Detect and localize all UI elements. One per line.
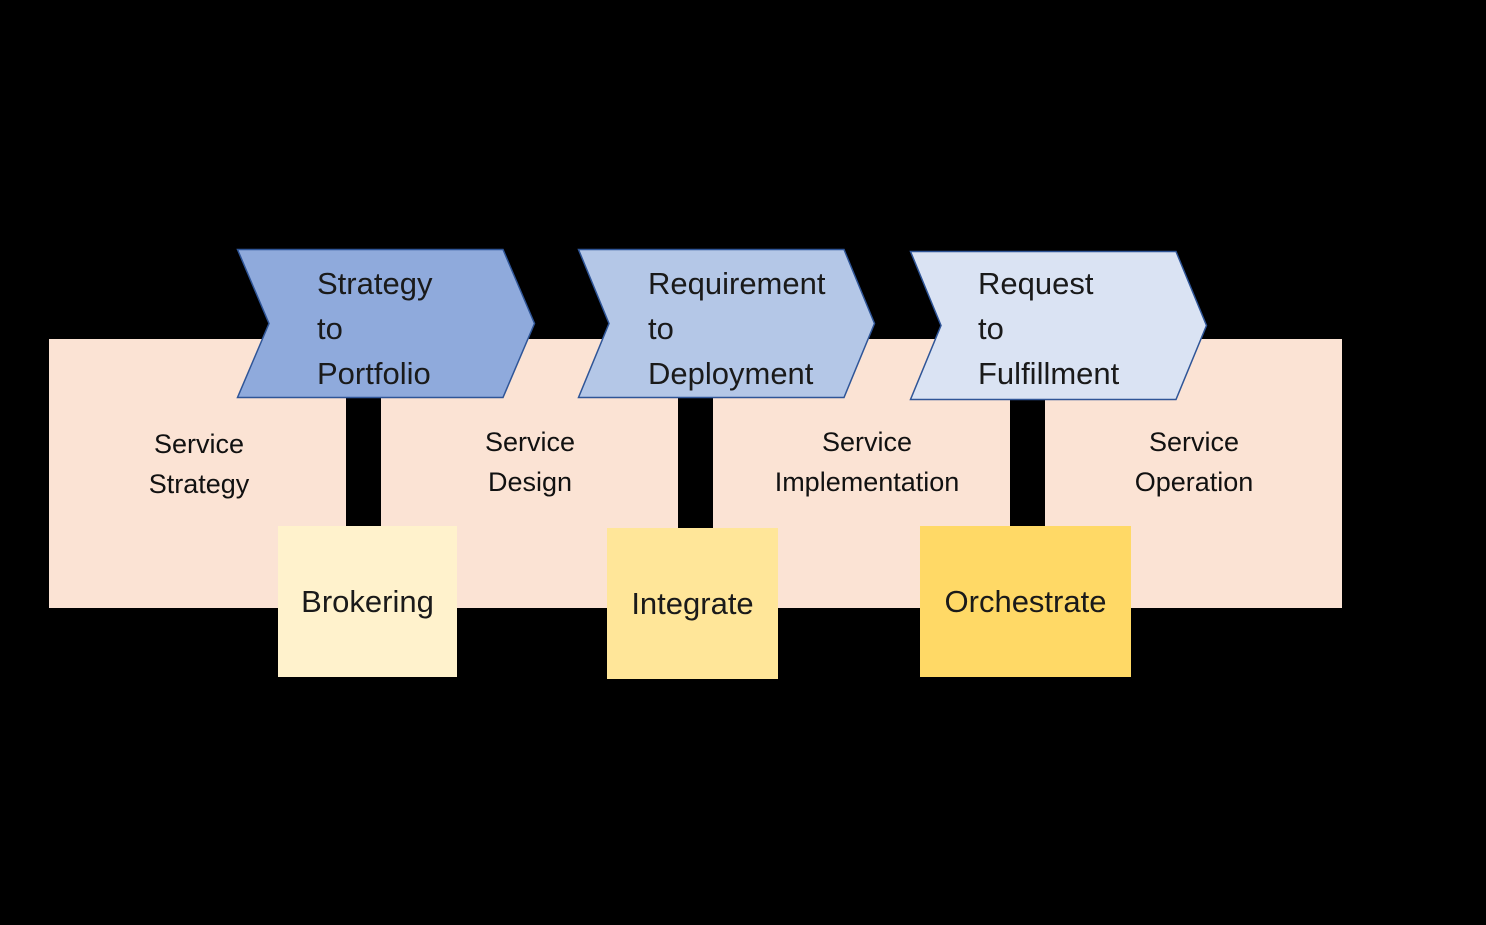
capability-box-integrate: Integrate	[607, 528, 778, 679]
capability-label: Brokering	[301, 583, 434, 619]
value-stream-requirement-to-deployment: Requirement to Deployment	[577, 248, 876, 399]
phase-label-service-design: Service Design	[484, 427, 576, 497]
capability-box-orchestrate: Orchestrate	[920, 526, 1131, 677]
value-stream-label: Request to Fulfillment	[978, 266, 1120, 391]
capability-label: Integrate	[631, 585, 754, 621]
value-stream-label: Strategy to Portfolio	[317, 266, 433, 391]
capability-box-brokering: Brokering	[278, 526, 457, 677]
capability-label: Orchestrate	[944, 583, 1107, 619]
chevron-polygon	[909, 250, 1208, 401]
connector-orchestrate	[1010, 398, 1045, 528]
phase-label-service-strategy: Service Strategy	[148, 429, 250, 499]
chevron-polygon	[577, 248, 876, 399]
chevron-shape	[577, 248, 876, 399]
chevron-shape	[236, 248, 536, 399]
phase-label-service-operation: Service Operation	[1134, 427, 1254, 497]
value-stream-strategy-to-portfolio: Strategy to Portfolio	[236, 248, 536, 399]
chevron-polygon	[236, 248, 536, 399]
connector-brokering	[346, 396, 381, 528]
phase-label-service-implementation: Service Implementation	[774, 427, 960, 497]
connector-integrate	[678, 396, 713, 530]
chevron-shape	[909, 250, 1208, 401]
value-stream-request-to-fulfillment: Request to Fulfillment	[909, 250, 1208, 401]
value-stream-label: Requirement to Deployment	[648, 266, 826, 391]
